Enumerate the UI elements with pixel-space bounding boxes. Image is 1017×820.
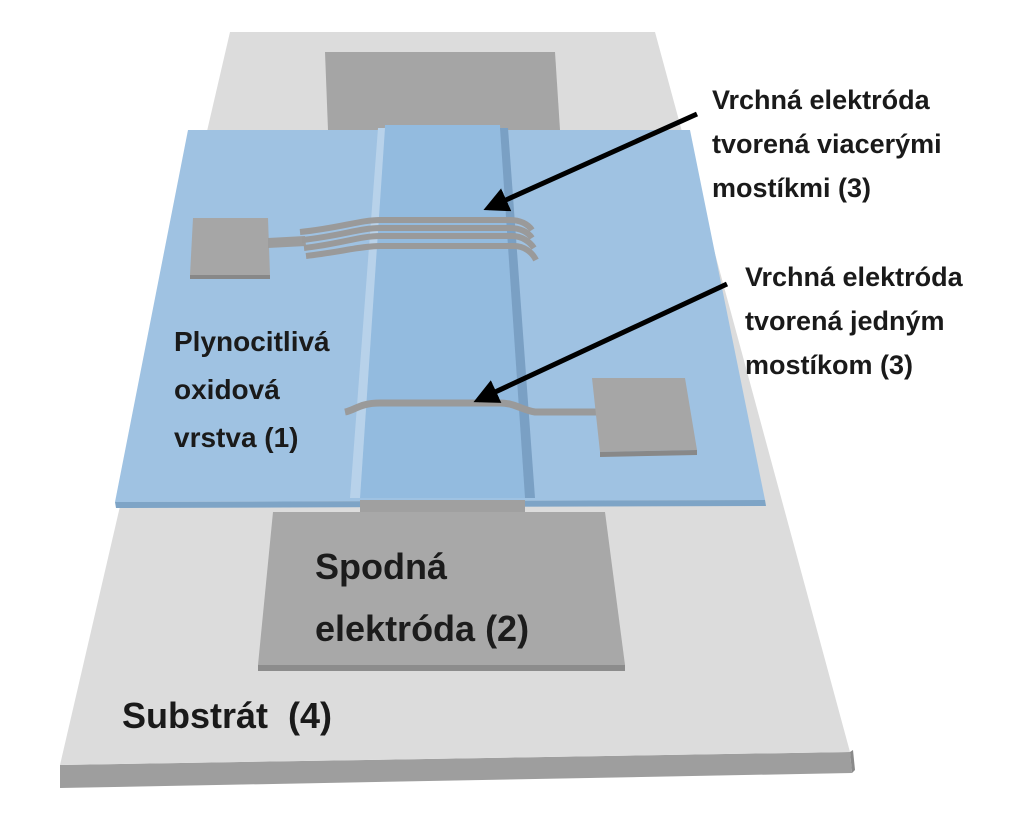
label-substrate: Substrát (4)	[122, 694, 332, 738]
bottom-electrode-pad	[258, 500, 625, 671]
label-single-bridge-line-3: mostíkom (3)	[745, 350, 914, 380]
label-bottom-electrode: Spodná elektróda (2)	[315, 536, 529, 660]
label-bottom-electrode-line-1: Spodná	[315, 546, 447, 587]
label-oxide-line-2: oxidová	[174, 374, 280, 405]
bottom-electrode-strip	[350, 125, 535, 498]
label-oxide-line-1: Plynocitlivá	[174, 326, 330, 357]
label-substrate-text: Substrát (4)	[122, 695, 333, 736]
label-single-bridge: Vrchná elektróda tvorená jedným mostíkom…	[745, 255, 963, 387]
label-multi-bridge-line-1: Vrchná elektróda	[712, 85, 930, 115]
label-single-bridge-line-1: Vrchná elektróda	[745, 262, 963, 292]
label-multi-bridge-line-2: tvorená viacerými	[712, 129, 942, 159]
arrow-multi-bridge	[483, 111, 699, 212]
multi-bridge-electrode	[190, 217, 539, 279]
label-single-bridge-line-2: tvorená jedným	[745, 306, 945, 336]
label-bottom-electrode-line-2: elektróda (2)	[315, 608, 530, 649]
label-oxide-layer: Plynocitlivá oxidová vrstva (1)	[174, 318, 330, 462]
single-bridge-electrode	[344, 378, 697, 457]
arrow-single-bridge	[473, 281, 729, 403]
bottom-electrode-top-pad	[325, 52, 560, 135]
label-multi-bridge: Vrchná elektróda tvorená viacerými mostí…	[712, 78, 942, 210]
label-multi-bridge-line-3: mostíkmi (3)	[712, 173, 872, 203]
label-oxide-line-3: vrstva (1)	[174, 422, 299, 453]
